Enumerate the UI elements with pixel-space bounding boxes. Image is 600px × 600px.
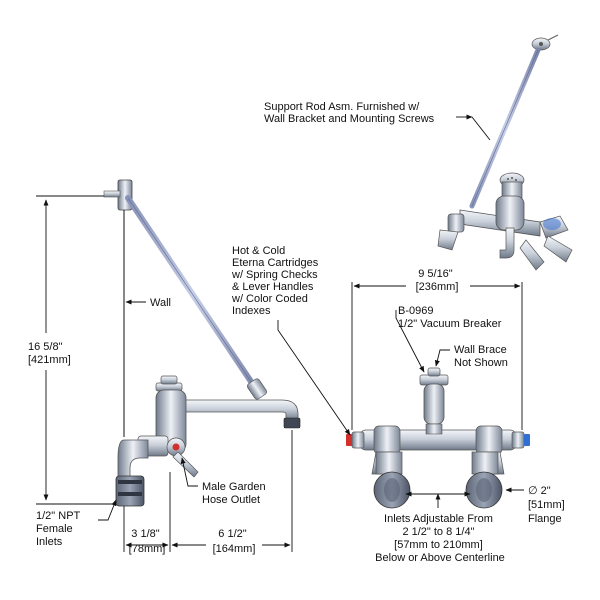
callout-garden-outlet: Male Garden Hose Outlet bbox=[202, 481, 269, 506]
front-view bbox=[346, 367, 530, 509]
hot-index-dot bbox=[172, 443, 180, 451]
side-view bbox=[103, 179, 301, 507]
lever-handle-side bbox=[172, 451, 199, 478]
callout-wall: Wall bbox=[150, 297, 171, 309]
spout-side bbox=[174, 399, 299, 421]
callout-vacuum-breaker: B-0969 1/2" Vacuum Breaker bbox=[398, 305, 502, 330]
callout-support-rod: Support Rod Asm. Furnished w/ Wall Brack… bbox=[264, 101, 435, 125]
vacuum-breaker-front bbox=[423, 383, 445, 425]
callout-cartridges: Hot & Cold Eterna Cartridges w/ Spring C… bbox=[231, 245, 321, 317]
hot-index-front bbox=[346, 434, 352, 446]
callout-wall-brace: Wall Brace Not Shown bbox=[454, 344, 510, 369]
dim-depth-wall: 3 1/8" [78mm] bbox=[129, 528, 166, 555]
callout-inlets-adjustable: Inlets Adjustable From 2 1/2" to 8 1/4" … bbox=[375, 513, 505, 564]
dim-height: 16 5/8" [421mm] bbox=[28, 341, 71, 366]
dimension-lines bbox=[36, 195, 523, 552]
cold-index-front bbox=[524, 434, 530, 446]
iso-view bbox=[437, 34, 573, 271]
dim-spout-reach: 6 1/2" [164mm] bbox=[213, 528, 256, 555]
callout-flange: ∅ 2" [51mm] Flange bbox=[528, 485, 568, 525]
labels: Support Rod Asm. Furnished w/ Wall Brack… bbox=[28, 101, 568, 564]
leader-lines bbox=[98, 114, 524, 521]
dim-width-front: 9 5/16" [236mm] bbox=[416, 268, 459, 293]
callout-npt-inlets: 1/2" NPT Female Inlets bbox=[36, 510, 83, 548]
lever-handle-iso-right bbox=[543, 235, 573, 263]
